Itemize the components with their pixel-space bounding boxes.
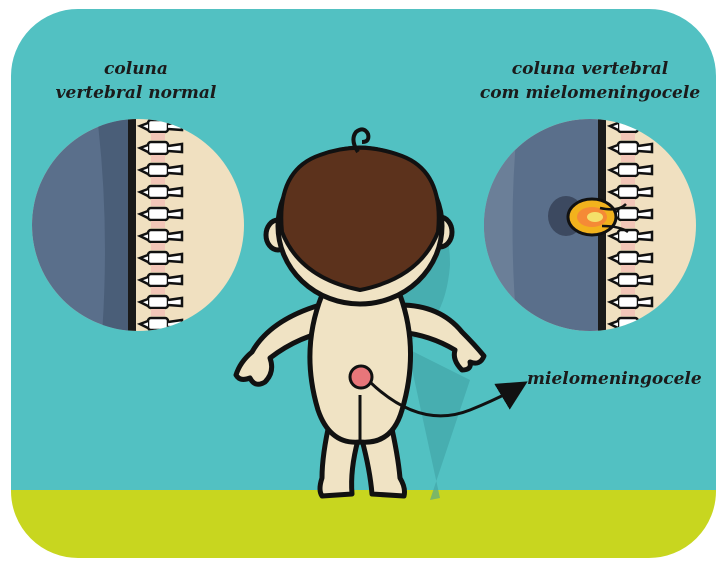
vertebra bbox=[148, 208, 168, 220]
intervertebral-disc bbox=[621, 133, 635, 140]
mielomeningocele-pointer-label: mielomeningocele bbox=[527, 369, 702, 389]
vertebra bbox=[148, 252, 168, 264]
floor bbox=[8, 490, 719, 567]
normal-label-line1: coluna bbox=[104, 59, 168, 79]
vertebra bbox=[618, 252, 638, 264]
vertebral-process bbox=[168, 144, 182, 152]
vertebra bbox=[148, 230, 168, 242]
vertebral-process bbox=[638, 232, 652, 240]
vertebra bbox=[148, 164, 168, 176]
vertebra bbox=[148, 186, 168, 198]
vertebra bbox=[148, 142, 168, 154]
intervertebral-disc bbox=[151, 309, 165, 316]
vertebral-process bbox=[168, 232, 182, 240]
vertebral-process bbox=[168, 298, 182, 306]
vertebral-process bbox=[168, 188, 182, 196]
intervertebral-disc bbox=[151, 133, 165, 140]
intervertebral-disc bbox=[621, 287, 635, 294]
intervertebral-disc bbox=[151, 199, 165, 206]
intervertebral-disc bbox=[621, 155, 635, 162]
vertebral-process bbox=[638, 144, 652, 152]
vertebral-process bbox=[638, 298, 652, 306]
vertebral-process bbox=[638, 210, 652, 218]
vertebra bbox=[618, 274, 638, 286]
vertebra bbox=[618, 296, 638, 308]
lesion-spot bbox=[350, 366, 372, 388]
intervertebral-disc bbox=[151, 243, 165, 250]
vertebra bbox=[618, 142, 638, 154]
vertebral-process bbox=[168, 276, 182, 284]
intervertebral-disc bbox=[621, 309, 635, 316]
mmc-label-line2: com mielomeningocele bbox=[480, 83, 700, 103]
intervertebral-disc bbox=[621, 177, 635, 184]
intervertebral-disc bbox=[151, 177, 165, 184]
intervertebral-disc bbox=[621, 221, 635, 228]
vertebra bbox=[618, 164, 638, 176]
vertebra bbox=[148, 274, 168, 286]
vertebral-process bbox=[638, 166, 652, 174]
normal-label-line2: vertebral normal bbox=[56, 83, 217, 103]
intervertebral-disc bbox=[151, 265, 165, 272]
vertebral-process bbox=[638, 276, 652, 284]
vertebral-process bbox=[638, 188, 652, 196]
vertebral-process bbox=[168, 254, 182, 262]
mmc-label-line1: coluna vertebral bbox=[512, 59, 669, 79]
vertebral-process bbox=[168, 210, 182, 218]
vertebral-process bbox=[638, 254, 652, 262]
vertebra bbox=[618, 208, 638, 220]
intervertebral-disc bbox=[151, 287, 165, 294]
intervertebral-disc bbox=[151, 155, 165, 162]
vertebra bbox=[148, 296, 168, 308]
intervertebral-disc bbox=[621, 243, 635, 250]
vertebra bbox=[618, 186, 638, 198]
intervertebral-disc bbox=[621, 265, 635, 272]
intervertebral-disc bbox=[151, 221, 165, 228]
vertebral-process bbox=[168, 166, 182, 174]
